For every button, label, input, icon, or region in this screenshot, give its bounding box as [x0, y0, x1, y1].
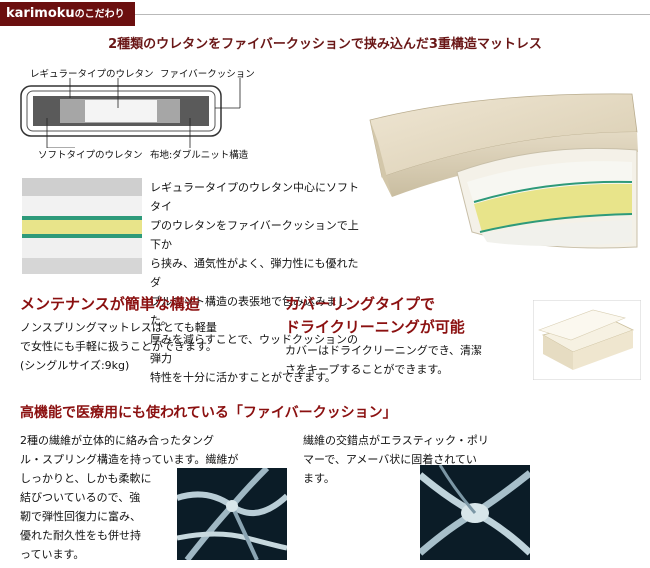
fiber-title: 高機能で医療用にも使われている「ファイバークッション」: [20, 405, 397, 421]
layer-photo: [22, 178, 142, 274]
maintenance-body: ノンスプリングマットレスはとても軽量 で女性にも手軽に扱うことができます。 (シ…: [20, 318, 270, 375]
maintenance-title: メンテナンスが簡単な構造: [20, 295, 200, 313]
brand-tab: karimokuのこだわり: [0, 2, 135, 26]
label-fiber-cushion: ファイバークッション: [160, 69, 255, 80]
fiber-microscope-image-1: [177, 468, 287, 560]
fiber-right-line: 繊維の交錯点がエラスティック・ポリ: [303, 434, 489, 447]
description-line: ブルニット構造の表張地で包み込みました。: [150, 295, 348, 327]
description-line: レギュラータイプのウレタン中心にソフトタイ: [150, 181, 359, 213]
fiber-left-line: 優れた耐久性をも併せ持: [20, 529, 141, 542]
description-line: ら挟み、通気性がよく、弾力性にも優れたダ: [150, 257, 359, 289]
cover-line: さをキープすることができます。: [285, 363, 449, 376]
fiber-left-line: 2種の繊維が立体的に絡み合ったタング: [20, 434, 214, 447]
maintenance-line: ノンスプリングマットレスはとても軽量: [20, 321, 217, 334]
cover-body: カバーはドライクリーニングでき、清潔 さをキープすることができます。: [285, 341, 515, 379]
brand-logo-text: karimoku: [6, 6, 75, 21]
fiber-microscope-image-2: [420, 465, 530, 560]
fiber-right-line: ます。: [303, 472, 335, 485]
cover-title-line2: ドライクリーニングが可能: [285, 318, 465, 336]
fiber-left-line: 靭で弾性回復力に富み、: [20, 510, 141, 523]
cover-line: カバーはドライクリーニングでき、清潔: [285, 344, 483, 357]
cover-title-line1: カバーリングタイプで: [285, 295, 436, 313]
fiber-left-line: っています。: [20, 548, 85, 561]
fiber-left-line: しっかりと、しかも柔軟に: [20, 472, 152, 485]
label-fabric: 布地:ダブルニット構造: [150, 150, 249, 161]
fiber-right-body: 繊維の交錯点がエラスティック・ポリ マーで、アメーバ状に固着されてい ます。: [303, 431, 513, 488]
maintenance-line: (シングルサイズ:9kg): [20, 359, 130, 372]
description-line: 特性を十分に活かすことができます。: [150, 371, 336, 384]
fiber-left-line: 結びついているので、強: [20, 491, 141, 504]
header-divider: [135, 14, 650, 15]
regular-urethane-core: [85, 100, 157, 122]
maintenance-line: で女性にも手軽に扱うことができます。: [20, 340, 217, 353]
mattress-cross-section-diagram: [20, 78, 241, 148]
fiber-right-line: マーで、アメーバ状に固着されてい: [303, 453, 477, 466]
page-headline: 2種類のウレタンをファイバークッションで挟み込んだ3重構造マットレス: [108, 37, 542, 52]
brand-suffix: のこだわり: [74, 9, 125, 20]
fiber-left-line: ル・スプリング構造を持っています。繊維が: [20, 453, 239, 466]
cover-photo: [533, 300, 641, 380]
description-block: レギュラータイプのウレタン中心にソフトタイ プのウレタンをファイバークッションで…: [150, 178, 365, 387]
label-soft-urethane: ソフトタイプのウレタン: [38, 150, 143, 161]
fiber-left-body: 2種の繊維が立体的に絡み合ったタング ル・スプリング構造を持っています。繊維が …: [20, 431, 280, 564]
description-line: プのウレタンをファイバークッションで上下か: [150, 219, 359, 251]
description-line: 厚みを減らすことで、ウッドクッションの弾力: [150, 333, 359, 365]
label-regular-urethane: レギュラータイプのウレタン: [30, 69, 154, 80]
mattress-photo: [369, 93, 638, 249]
